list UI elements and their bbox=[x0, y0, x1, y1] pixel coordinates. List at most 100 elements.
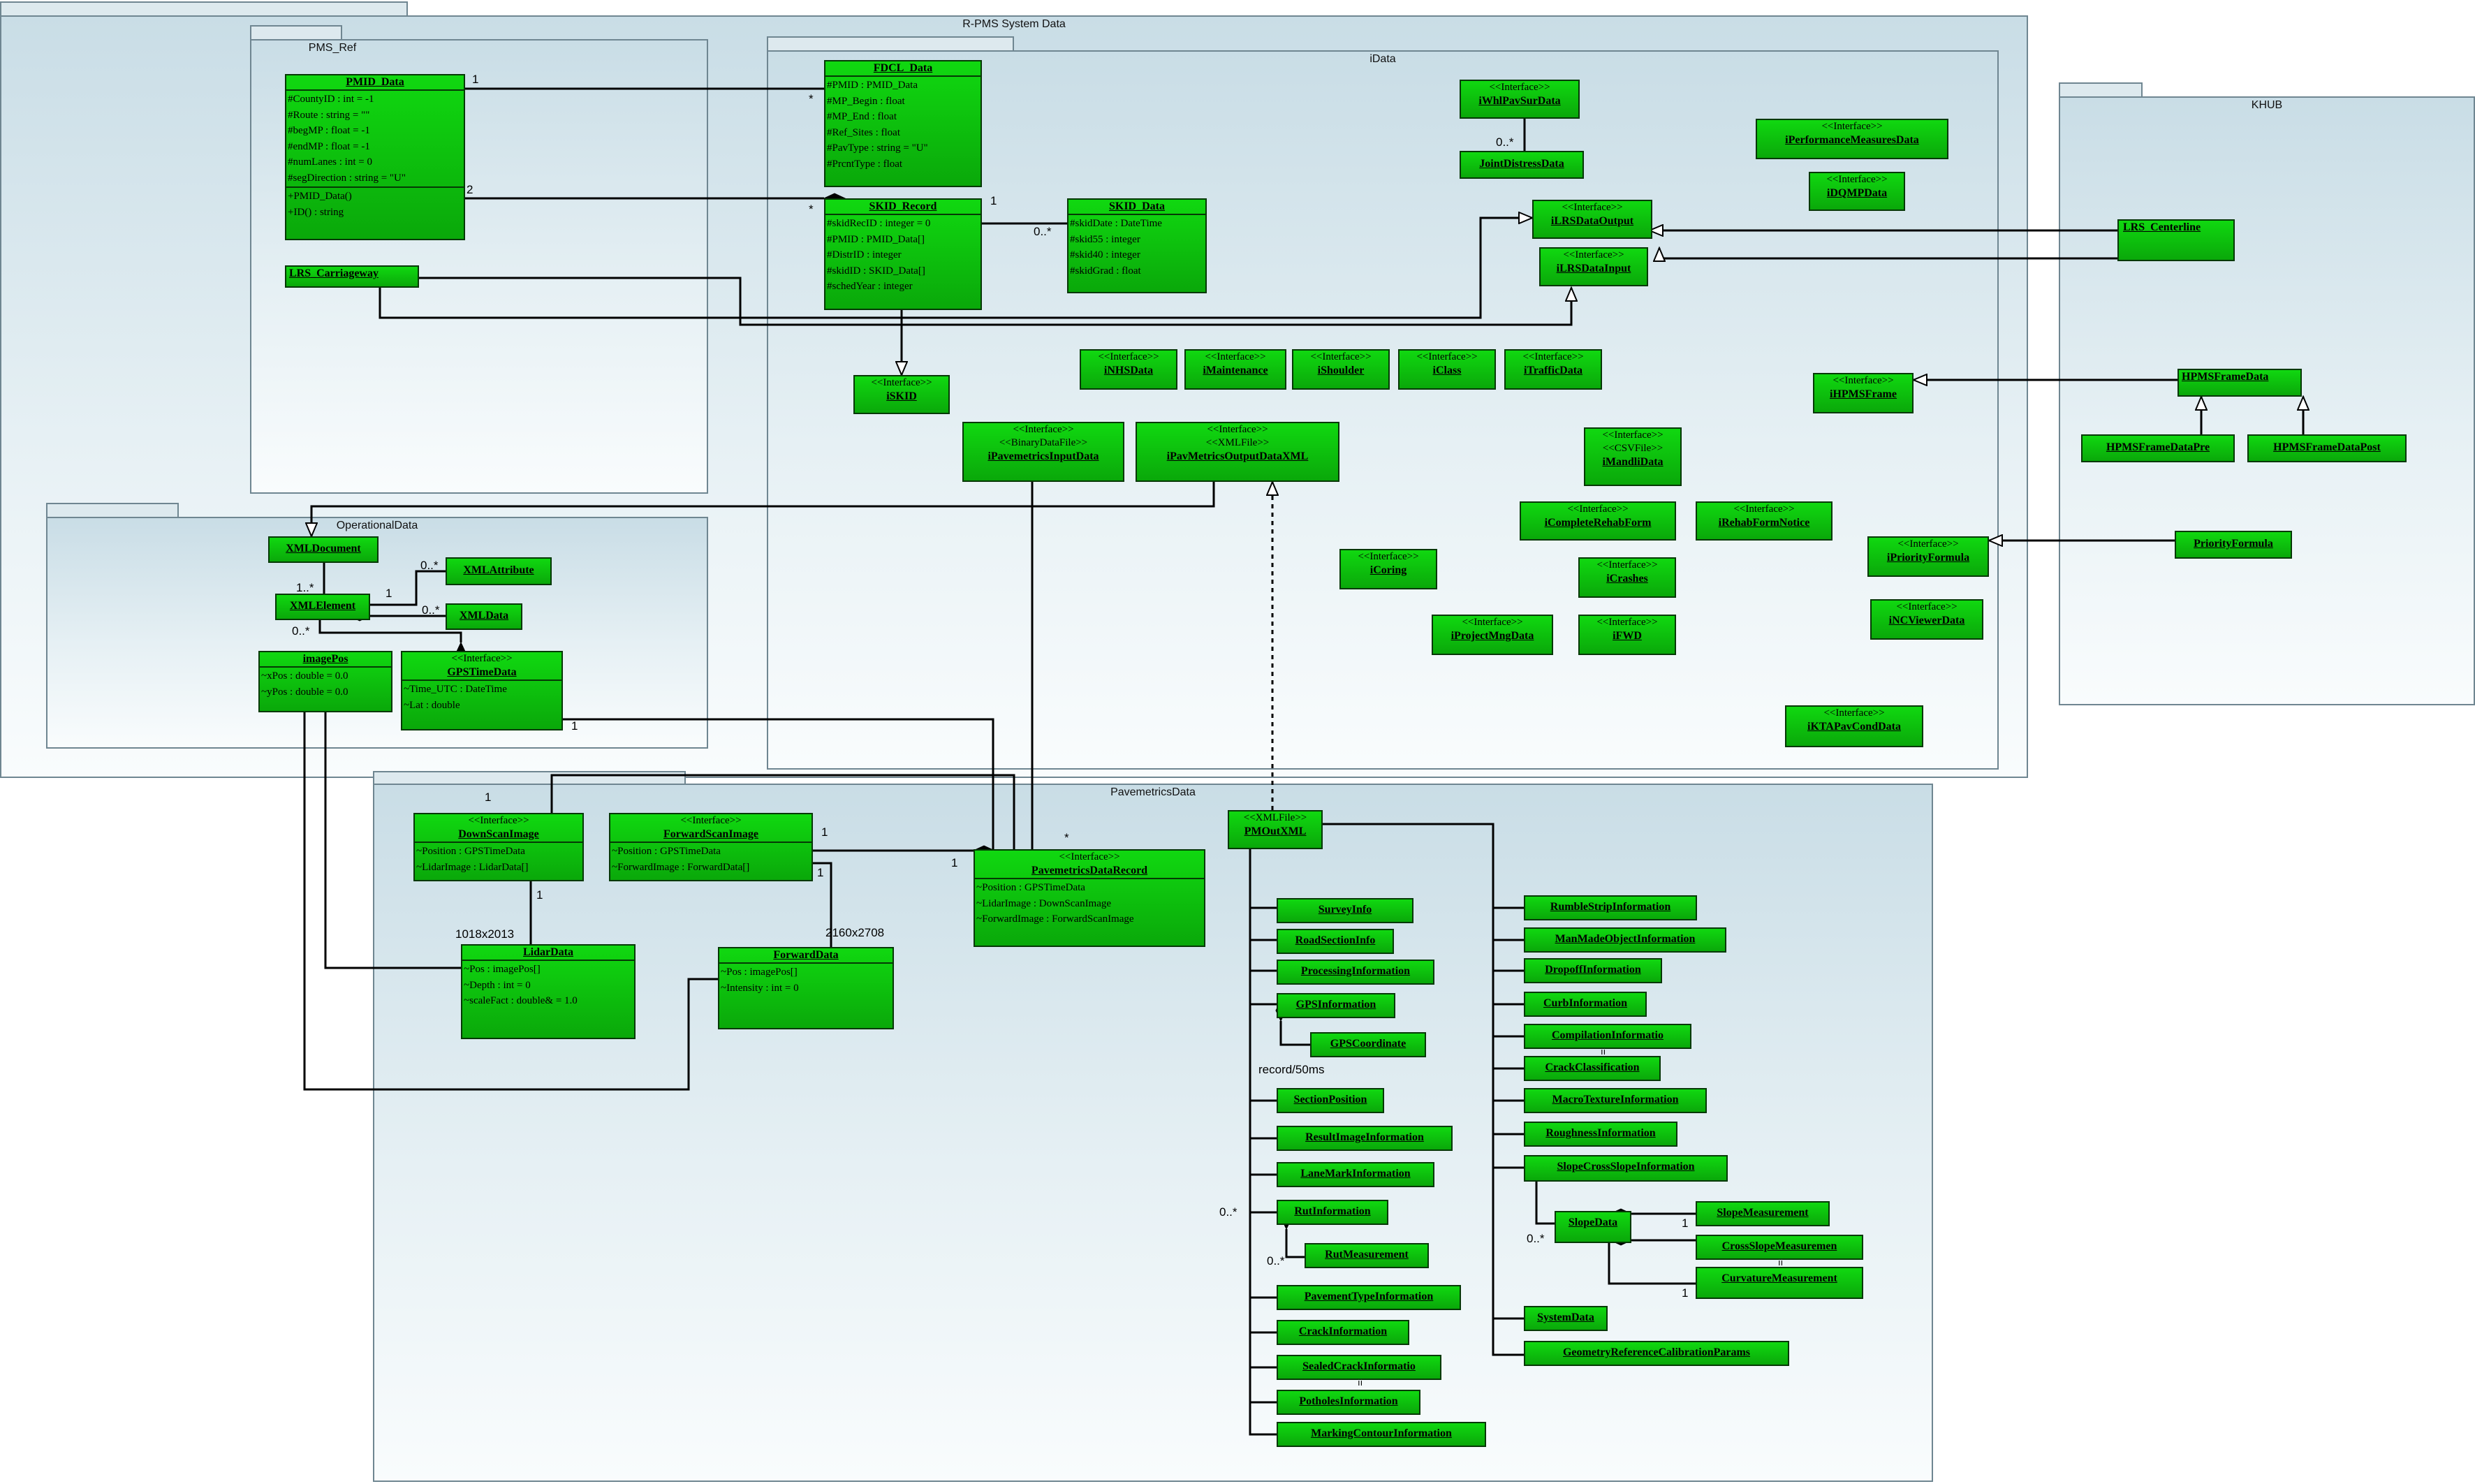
attribute: ~Pos : imagePos[] bbox=[721, 967, 798, 978]
class-markingcontourinformation[interactable]: MarkingContourInformation bbox=[1277, 1422, 1486, 1447]
class-forwarddata[interactable]: ForwardData ~Pos : imagePos[] ~Intensity… bbox=[718, 947, 894, 1029]
stereotype: <<CSVFile>> bbox=[1602, 443, 1664, 454]
class-slopedata[interactable]: SlopeData bbox=[1555, 1211, 1631, 1243]
class-manmadeobjectinformation[interactable]: ManMadeObjectInformation bbox=[1524, 927, 1726, 953]
class-slopemeasurement[interactable]: SlopeMeasurement bbox=[1696, 1201, 1830, 1226]
class-crossslopemeasurement[interactable]: CrossSlopeMeasuremen bbox=[1696, 1235, 1863, 1260]
class-resultimageinformation[interactable]: ResultImageInformation bbox=[1277, 1126, 1453, 1151]
class-lidardata[interactable]: LidarData ~Pos : imagePos[] ~Depth : int… bbox=[461, 944, 636, 1039]
interface-ifwd[interactable]: <<Interface>> iFWD bbox=[1578, 615, 1676, 655]
class-gpscoordinate[interactable]: GPSCoordinate bbox=[1310, 1032, 1426, 1057]
multiplicity-label: 1 bbox=[385, 587, 392, 600]
attribute: ~ForwardImage : ForwardScanImage bbox=[976, 913, 1134, 925]
class-fdcl-data[interactable]: FDCL_Data #PMID : PMID_Data #MP_Begin : … bbox=[824, 60, 982, 187]
interface-ihpmsframe[interactable]: <<Interface>> iHPMSFrame bbox=[1813, 373, 1914, 413]
interface-irehabformnotice[interactable]: <<Interface>> iRehabFormNotice bbox=[1696, 501, 1833, 541]
interface-iprojectmngdata[interactable]: <<Interface>> iProjectMngData bbox=[1432, 615, 1553, 655]
class-name: CrackInformation bbox=[1298, 1325, 1388, 1337]
class-skid-data[interactable]: SKID_Data #skidDate : DateTime #skid55 :… bbox=[1067, 198, 1207, 293]
class-hpmsframedatapre[interactable]: HPMSFrameDataPre bbox=[2081, 434, 2235, 462]
class-pmid-data[interactable]: PMID_Data #CountyID : int = -1 #Route : … bbox=[285, 74, 465, 240]
class-priorityformula[interactable]: PriorityFormula bbox=[2175, 531, 2292, 559]
interface-incviewerdata[interactable]: <<Interface>> iNCViewerData bbox=[1870, 599, 1983, 640]
class-name: SlopeMeasurement bbox=[1717, 1207, 1809, 1219]
interface-imandlidata[interactable]: <<Interface>> <<CSVFile>> iMandliData bbox=[1584, 427, 1682, 486]
class-name: iPerformanceMeasuresData bbox=[1785, 134, 1919, 146]
interface-ilrsdataoutput[interactable]: <<Interface>> iLRSDataOutput bbox=[1532, 200, 1652, 239]
class-name: HPMSFrameData bbox=[2182, 371, 2269, 383]
class-rumblestripinformation[interactable]: RumbleStripInformation bbox=[1524, 895, 1697, 920]
interface-inhsdata[interactable]: <<Interface>> iNHSData bbox=[1080, 349, 1177, 390]
interface-ilrsdatainput[interactable]: <<Interface>> iLRSDataInput bbox=[1539, 247, 1648, 286]
class-geometryreferencecalibrationparams[interactable]: GeometryReferenceCalibrationParams bbox=[1524, 1341, 1789, 1366]
class-pmoutxml[interactable]: <<XMLFile>> PMOutXML bbox=[1228, 810, 1323, 849]
interface-iskid[interactable]: <<Interface>> iSKID bbox=[853, 375, 950, 414]
class-jointdistressdata[interactable]: JointDistressData bbox=[1460, 151, 1584, 179]
interface-downscanimage[interactable]: <<Interface>> DownScanImage ~Position : … bbox=[413, 813, 584, 881]
class-gpsinformation[interactable]: GPSInformation bbox=[1277, 993, 1395, 1018]
class-systemdata[interactable]: SystemData bbox=[1524, 1306, 1608, 1331]
class-name: iSKID bbox=[886, 390, 917, 402]
class-skid-record[interactable]: SKID_Record #skidRecID : integer = 0 #PM… bbox=[824, 198, 982, 310]
interface-forwardscanimage[interactable]: <<Interface>> ForwardScanImage ~Position… bbox=[609, 813, 813, 881]
operation-list: +PMID_Data() +ID() : string bbox=[286, 186, 464, 221]
class-crackinformation[interactable]: CrackInformation bbox=[1277, 1320, 1409, 1345]
class-hpmsframedatapost[interactable]: HPMSFrameDataPost bbox=[2247, 434, 2407, 462]
attribute-list: ~Pos : imagePos[] ~Intensity : int = 0 bbox=[719, 962, 893, 997]
attribute: #skidGrad : float bbox=[1070, 265, 1141, 277]
link-pmout-leftbus bbox=[1250, 849, 1277, 1436]
class-curvaturemeasurement[interactable]: CurvatureMeasurement bbox=[1696, 1267, 1863, 1299]
class-xmlattribute[interactable]: XMLAttribute bbox=[446, 557, 552, 585]
class-pavementtypeinformation[interactable]: PavementTypeInformation bbox=[1277, 1285, 1461, 1310]
interface-imaintenance[interactable]: <<Interface>> iMaintenance bbox=[1184, 349, 1286, 390]
class-sectionposition[interactable]: SectionPosition bbox=[1277, 1088, 1384, 1113]
class-surveyinfo[interactable]: SurveyInfo bbox=[1277, 898, 1413, 923]
stereotype: <<Interface>> bbox=[871, 377, 932, 388]
class-curbinformation[interactable]: CurbInformation bbox=[1524, 992, 1647, 1017]
class-sealedcrackinformation[interactable]: SealedCrackInformatio bbox=[1277, 1355, 1441, 1380]
link-slopedata-curv bbox=[1609, 1243, 1696, 1285]
attribute: ~LidarImage : DownScanImage bbox=[976, 897, 1112, 909]
interface-iclass[interactable]: <<Interface>> iClass bbox=[1398, 349, 1496, 390]
class-name: FDCL_Data bbox=[873, 62, 933, 74]
interface-ipavemetricsinputdata[interactable]: <<Interface>> <<BinaryDataFile>> iPaveme… bbox=[962, 422, 1124, 482]
interface-icrashes[interactable]: <<Interface>> iCrashes bbox=[1578, 557, 1676, 598]
interface-ishoulder[interactable]: <<Interface>> iShoulder bbox=[1292, 349, 1390, 390]
class-slopecrossslopeinformation[interactable]: SlopeCrossSlopeInformation bbox=[1524, 1155, 1728, 1182]
class-rutinformation[interactable]: RutInformation bbox=[1277, 1200, 1388, 1225]
interface-ipriorityformula[interactable]: <<Interface>> iPriorityFormula bbox=[1867, 536, 1989, 577]
class-lrs-centerline[interactable]: LRS_Centerline bbox=[2117, 219, 2235, 261]
stereotype: <<Interface>> bbox=[1207, 424, 1268, 435]
class-xmlelement[interactable]: XMLElement bbox=[275, 594, 370, 620]
interface-icompleterehabform[interactable]: <<Interface>> iCompleteRehabForm bbox=[1520, 501, 1676, 541]
interface-iperformancemeasuresdata[interactable]: <<Interface>> iPerformanceMeasuresData bbox=[1756, 119, 1948, 159]
class-hpmsframedata[interactable]: HPMSFrameData bbox=[2177, 369, 2302, 397]
class-processinginformation[interactable]: ProcessingInformation bbox=[1277, 960, 1434, 985]
interface-icoring[interactable]: <<Interface>> iCoring bbox=[1339, 549, 1437, 589]
class-compilationinformation[interactable]: CompilationInformatio bbox=[1524, 1024, 1691, 1049]
class-potholesinformation[interactable]: PotholesInformation bbox=[1277, 1390, 1420, 1415]
multiplicity-label: * bbox=[809, 203, 814, 216]
stereotype: <<Interface>> bbox=[1733, 504, 1795, 515]
class-rutmeasurement[interactable]: RutMeasurement bbox=[1305, 1243, 1429, 1268]
class-imagepos[interactable]: imagePos ~xPos : double = 0.0 ~yPos : do… bbox=[258, 651, 392, 712]
interface-itrafficdata[interactable]: <<Interface>> iTrafficData bbox=[1504, 349, 1602, 390]
class-dropoffinformation[interactable]: DropoffInformation bbox=[1524, 958, 1662, 983]
class-name: SlopeCrossSlopeInformation bbox=[1557, 1161, 1695, 1173]
class-roughnessinformation[interactable]: RoughnessInformation bbox=[1524, 1122, 1677, 1147]
class-crackclassification[interactable]: CrackClassification bbox=[1524, 1056, 1661, 1081]
class-name: LRS_Carriageway bbox=[289, 267, 379, 279]
class-xmldocument[interactable]: XMLDocument bbox=[268, 536, 379, 563]
interface-pavemetricsdatarecord[interactable]: <<Interface>> PavemetricsDataRecord ~Pos… bbox=[974, 849, 1205, 947]
class-lrs-carriageway[interactable]: LRS_Carriageway bbox=[285, 265, 419, 288]
class-macrotextureinformation[interactable]: MacroTextureInformation bbox=[1524, 1088, 1707, 1113]
class-roadsectioninfo[interactable]: RoadSectionInfo bbox=[1277, 929, 1394, 954]
interface-gpstimedata[interactable]: <<Interface>> GPSTimeData ~Time_UTC : Da… bbox=[401, 651, 563, 730]
class-xmldata[interactable]: XMLData bbox=[446, 603, 522, 630]
class-lanemarkinformation[interactable]: LaneMarkInformation bbox=[1277, 1162, 1434, 1187]
interface-ipavmetricsoutputdataxml[interactable]: <<Interface>> <<XMLFile>> iPavMetricsOut… bbox=[1136, 422, 1339, 482]
interface-idqmpdata[interactable]: <<Interface>> iDQMPData bbox=[1809, 172, 1905, 211]
interface-iktapavconddata[interactable]: <<Interface>> iKTAPavCondData bbox=[1785, 705, 1923, 747]
interface-iwhlpavsurdata[interactable]: <<Interface>> iWhlPavSurData bbox=[1460, 80, 1580, 119]
class-name: CurvatureMeasurement bbox=[1721, 1272, 1837, 1284]
